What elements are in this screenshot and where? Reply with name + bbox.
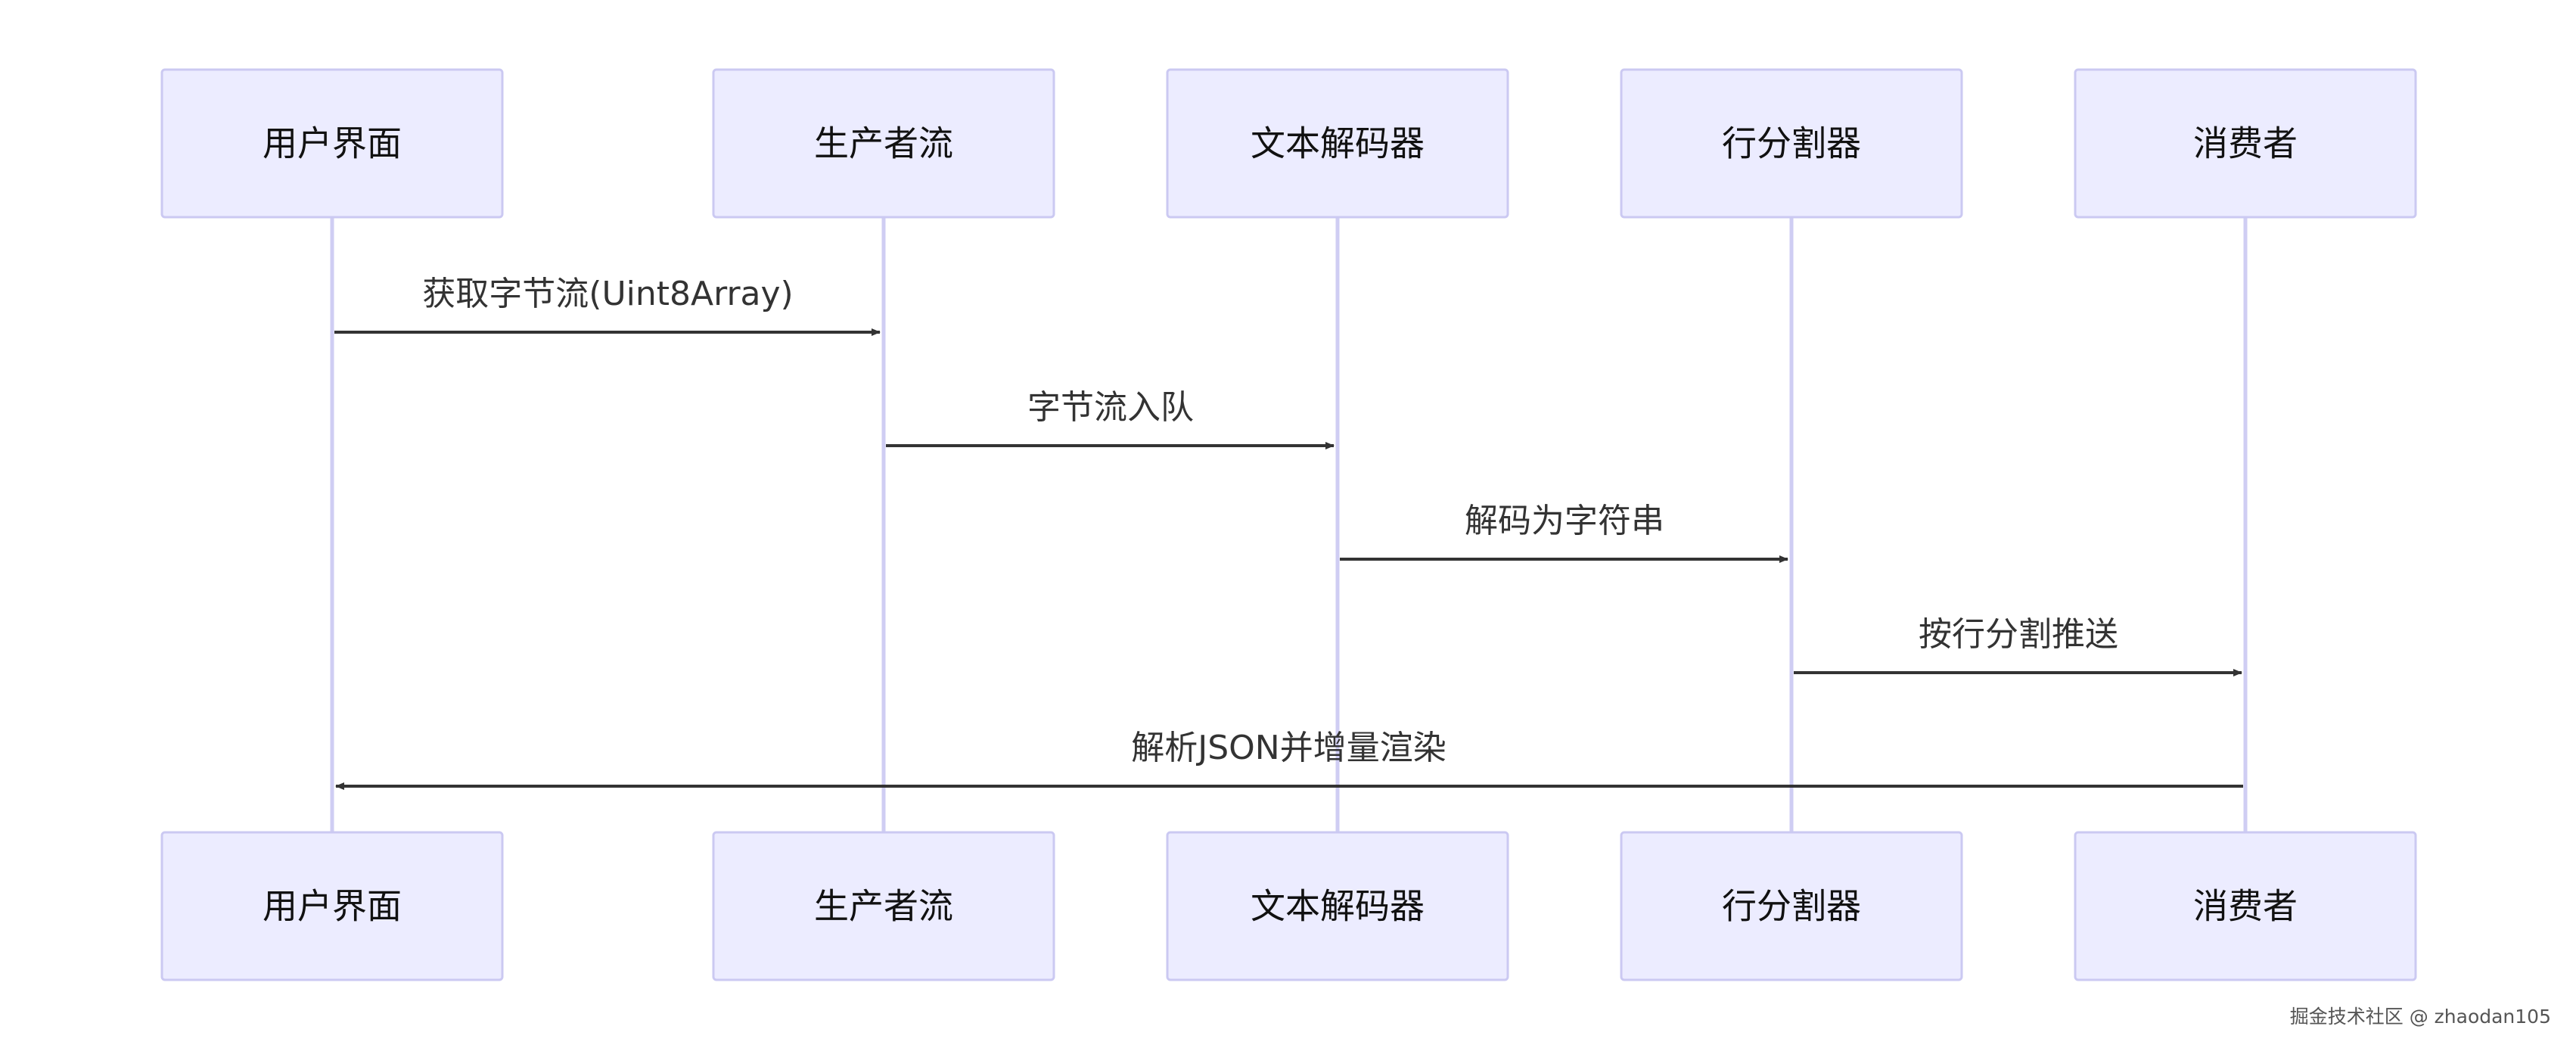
message-3: 解码为字符串	[1340, 502, 1788, 563]
message-1: 获取字节流(Uint8Array)	[334, 275, 881, 336]
actor-decoder-top: 文本解码器	[1166, 68, 1509, 219]
message-label: 解析JSON并增量渲染	[1131, 729, 1446, 767]
message-label: 获取字节流(Uint8Array)	[422, 275, 793, 313]
actor-ui-bottom: 用户界面	[160, 831, 504, 981]
actor-label: 消费者	[2193, 123, 2298, 164]
actor-label: 消费者	[2193, 886, 2298, 927]
actor-splitter-bottom: 行分割器	[1620, 831, 1963, 981]
actor-label: 文本解码器	[1251, 886, 1425, 927]
actor-box	[160, 831, 504, 981]
messages: 获取字节流(Uint8Array) 字节流入队解码为字符串按行分割推送解析JSON…	[334, 275, 2243, 790]
message-label: 按行分割推送	[1919, 615, 2118, 654]
actor-label: 生产者流	[814, 123, 953, 164]
actor-label: 行分割器	[1722, 123, 1861, 164]
actor-producer-top: 生产者流	[712, 68, 1055, 219]
message-label: 字节流入队	[1027, 388, 1194, 427]
actors-top: 用户界面 生产者流 文本解码器 行分割器 消费者	[160, 68, 2417, 219]
actor-box	[1166, 68, 1509, 219]
message-2: 字节流入队	[886, 388, 1335, 449]
actor-ui-top: 用户界面	[160, 68, 504, 219]
actor-box	[712, 831, 1055, 981]
actor-label: 行分割器	[1722, 886, 1861, 927]
message-5: 解析JSON并增量渲染	[335, 729, 2243, 790]
lifelines	[330, 217, 2248, 832]
actor-consumer-bottom: 消费者	[2074, 831, 2417, 981]
message-label: 解码为字符串	[1465, 502, 1664, 540]
actor-label: 文本解码器	[1251, 123, 1425, 164]
actor-box	[1166, 831, 1509, 981]
actor-producer-bottom: 生产者流	[712, 831, 1055, 981]
actor-box	[2074, 831, 2417, 981]
actor-label: 用户界面	[263, 123, 402, 164]
actor-box	[712, 68, 1055, 219]
message-4: 按行分割推送	[1794, 615, 2242, 676]
watermark-text: 掘金技术社区 @ zhaodan105	[2290, 1006, 2551, 1028]
actor-consumer-top: 消费者	[2074, 68, 2417, 219]
actor-splitter-top: 行分割器	[1620, 68, 1963, 219]
actor-label: 生产者流	[814, 886, 953, 927]
actor-box	[160, 68, 504, 219]
actor-box	[1620, 68, 1963, 219]
actor-box	[2074, 68, 2417, 219]
actor-decoder-bottom: 文本解码器	[1166, 831, 1509, 981]
actor-label: 用户界面	[263, 886, 402, 927]
actors-bottom: 用户界面 生产者流 文本解码器 行分割器 消费者	[160, 831, 2417, 981]
actor-box	[1620, 831, 1963, 981]
